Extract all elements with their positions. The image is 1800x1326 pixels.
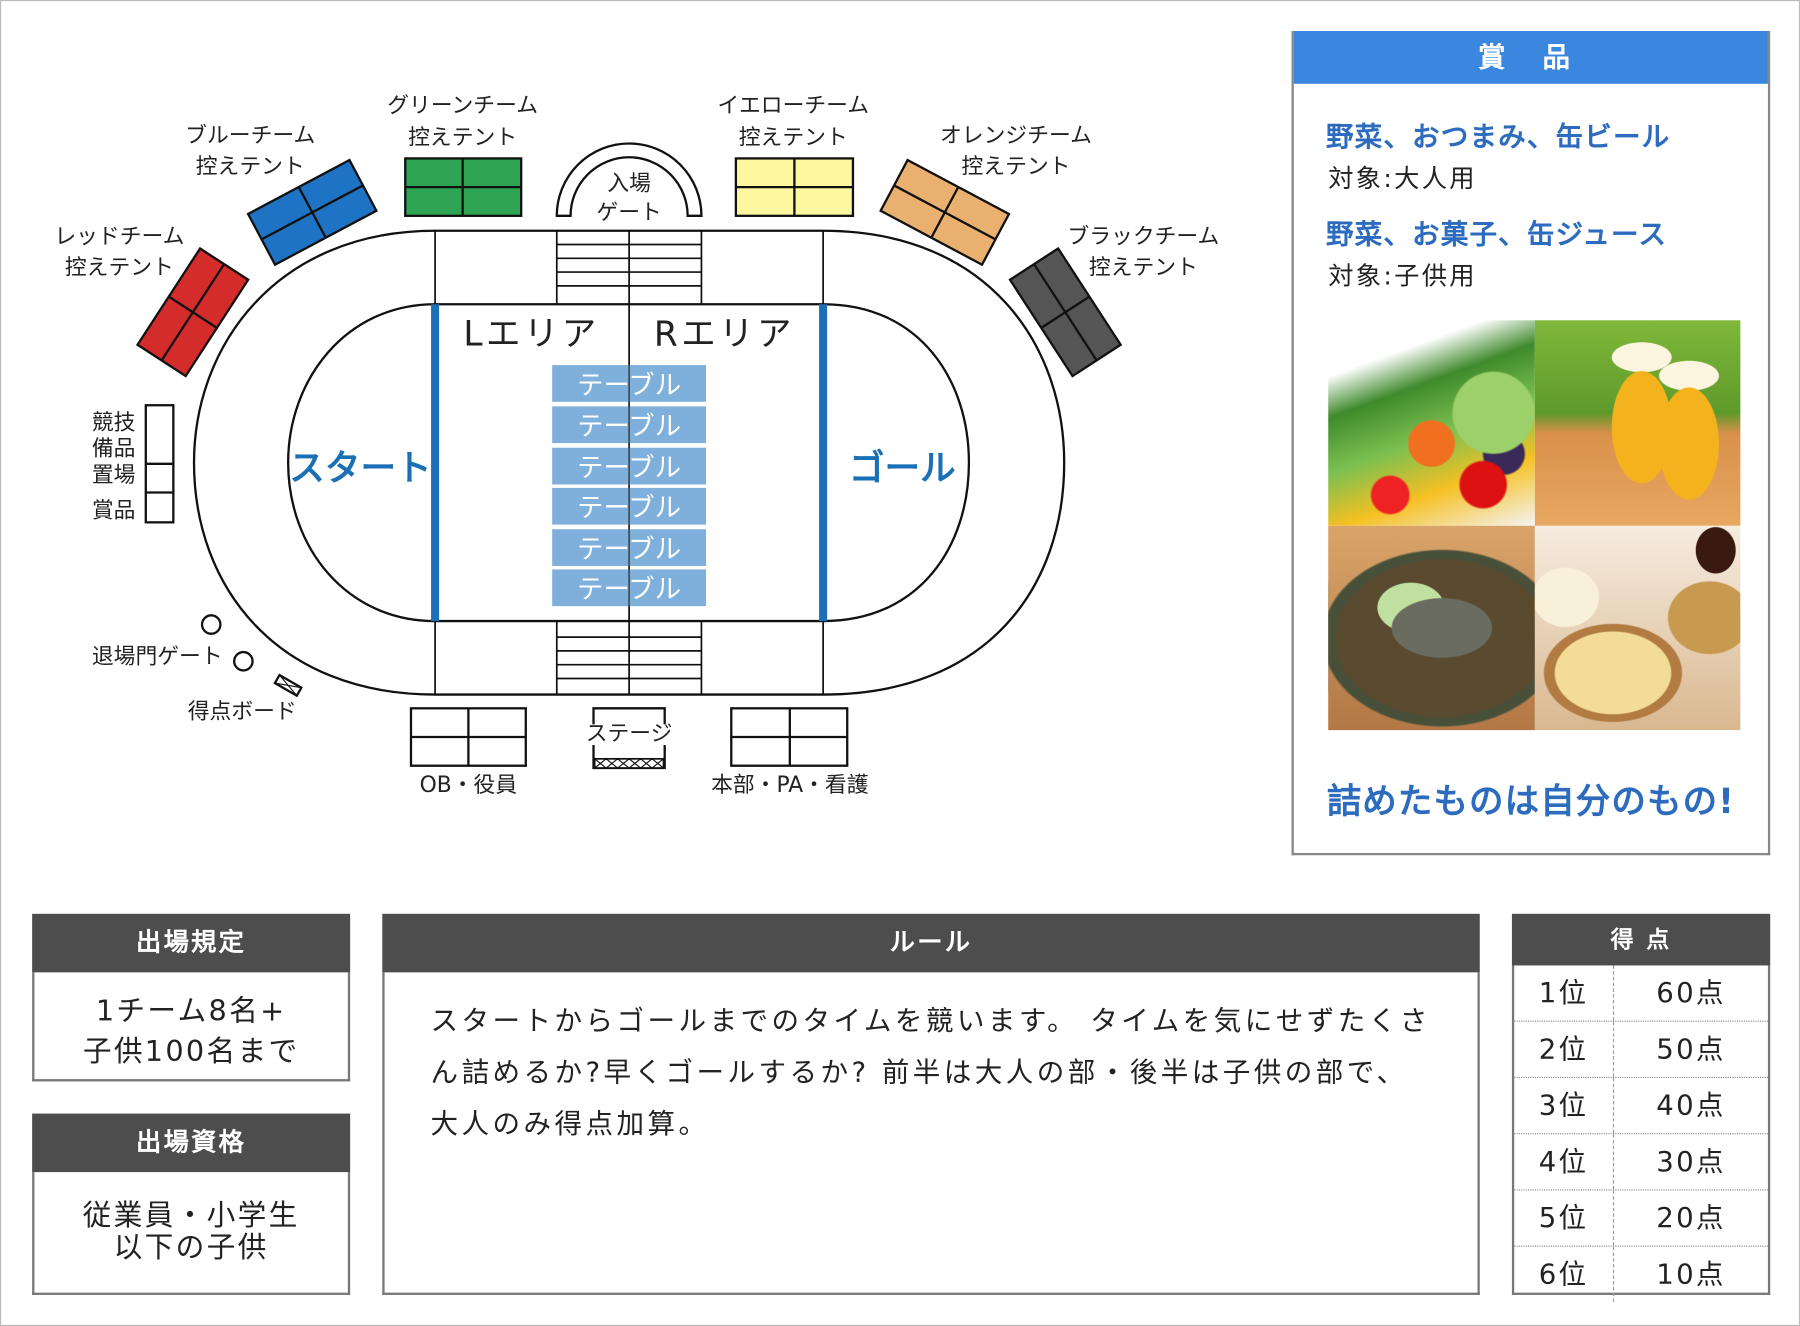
entrance-gate: 入場 ゲート	[555, 142, 703, 225]
svg-text:ブルーチーム: ブルーチーム	[185, 123, 315, 148]
prize-slogan: 詰めたものは自分のもの!	[1326, 781, 1736, 822]
entry-rules-line1: 1チーム8名+	[95, 994, 287, 1028]
svg-text:OB・役員: OB・役員	[420, 773, 518, 798]
prize-photos	[1328, 320, 1741, 731]
rules-panel: ルール スタートからゴールまでのタイムを競います。 タイムを気にせずたくさん詰め…	[382, 913, 1480, 1295]
svg-text:競技: 競技	[92, 410, 136, 435]
score-title: 得 点	[1511, 913, 1771, 966]
svg-text:控えテント: 控えテント	[65, 255, 174, 280]
svg-text:賞品: 賞品	[92, 499, 136, 524]
rules-title: ルール	[382, 913, 1480, 973]
svg-text:本部・PA・看護: 本部・PA・看護	[711, 773, 869, 798]
score-board: 得点ボード	[188, 673, 303, 725]
snacks-photo	[1534, 525, 1741, 731]
prize-adult-items: 野菜、おつまみ、缶ビール	[1325, 120, 1671, 153]
svg-text:退場門ゲート: 退場門ゲート	[92, 645, 223, 670]
svg-text:ゲート: ゲート	[596, 200, 661, 225]
eligibility-title: 出場資格	[32, 1113, 351, 1173]
svg-text:控えテント: 控えテント	[196, 154, 305, 179]
svg-text:オレンジチーム: オレンジチーム	[940, 123, 1092, 148]
prize-adult-target: 対象:大人用	[1328, 165, 1477, 195]
svg-text:グリーンチーム: グリーンチーム	[387, 94, 538, 119]
prize-child-target: 対象:子供用	[1328, 262, 1477, 292]
svg-text:控えテント: 控えテント	[739, 126, 848, 151]
svg-text:ステージ: ステージ	[586, 721, 673, 746]
prize-title: 賞 品	[1293, 30, 1768, 84]
svg-text:レッドチーム: レッドチーム	[54, 224, 184, 249]
entry-rules-title: 出場規定	[32, 913, 351, 973]
svg-text:控えテント: 控えテント	[961, 154, 1070, 179]
start-label: スタート	[289, 448, 431, 489]
eligibility-line2: 以下の子供	[113, 1230, 269, 1264]
svg-text:置場: 置場	[92, 463, 136, 488]
rules-text: スタートからゴールまでのタイムを競います。 タイムを気にせずたくさん詰めるか?早…	[382, 972, 1480, 1295]
beer-photo	[1534, 320, 1741, 526]
goal-label: ゴール	[849, 448, 956, 489]
exit-gate: 退場門ゲート	[92, 614, 254, 672]
eligibility-line1: 従業員・小学生	[82, 1198, 300, 1232]
stage: ステージ	[586, 707, 673, 770]
svg-text:控えテント: 控えテント	[408, 126, 517, 151]
svg-text:入場: 入場	[607, 172, 651, 197]
entry-rules-line2: 子供100名まで	[82, 1034, 300, 1068]
equipment-storage: 競技 備品 置場 賞品	[92, 404, 175, 524]
vegetables-photo	[1328, 320, 1535, 526]
venue-map: Lエリア Rエリア スタート ゴール テーブルテーブルテーブルテーブルテーブルテ…	[54, 94, 1219, 799]
hq-tent: 本部・PA・看護	[711, 707, 869, 798]
svg-text:控えテント: 控えテント	[1089, 255, 1198, 280]
entry-rules-panel: 出場規定 1チーム8名+ 子供100名まで	[32, 913, 351, 1082]
fish-dish-photo	[1328, 525, 1535, 731]
svg-text:備品: 備品	[92, 437, 136, 462]
svg-text:得点ボード: 得点ボード	[188, 700, 297, 725]
prize-child-items: 野菜、お菓子、缶ジュース	[1325, 218, 1668, 251]
right-area-label: Rエリア	[654, 315, 795, 355]
ob-staff-tent: OB・役員	[409, 707, 527, 798]
svg-text:イエローチーム: イエローチーム	[717, 94, 869, 119]
eligibility-panel: 出場資格 従業員・小学生 以下の子供	[32, 1113, 351, 1295]
left-area-label: Lエリア	[463, 315, 599, 355]
prize-panel: 賞 品 野菜、おつまみ、缶ビール 対象:大人用 野菜、お菓子、缶ジュース 対象:…	[1291, 30, 1771, 856]
svg-text:ブラックチーム: ブラックチーム	[1067, 224, 1219, 249]
